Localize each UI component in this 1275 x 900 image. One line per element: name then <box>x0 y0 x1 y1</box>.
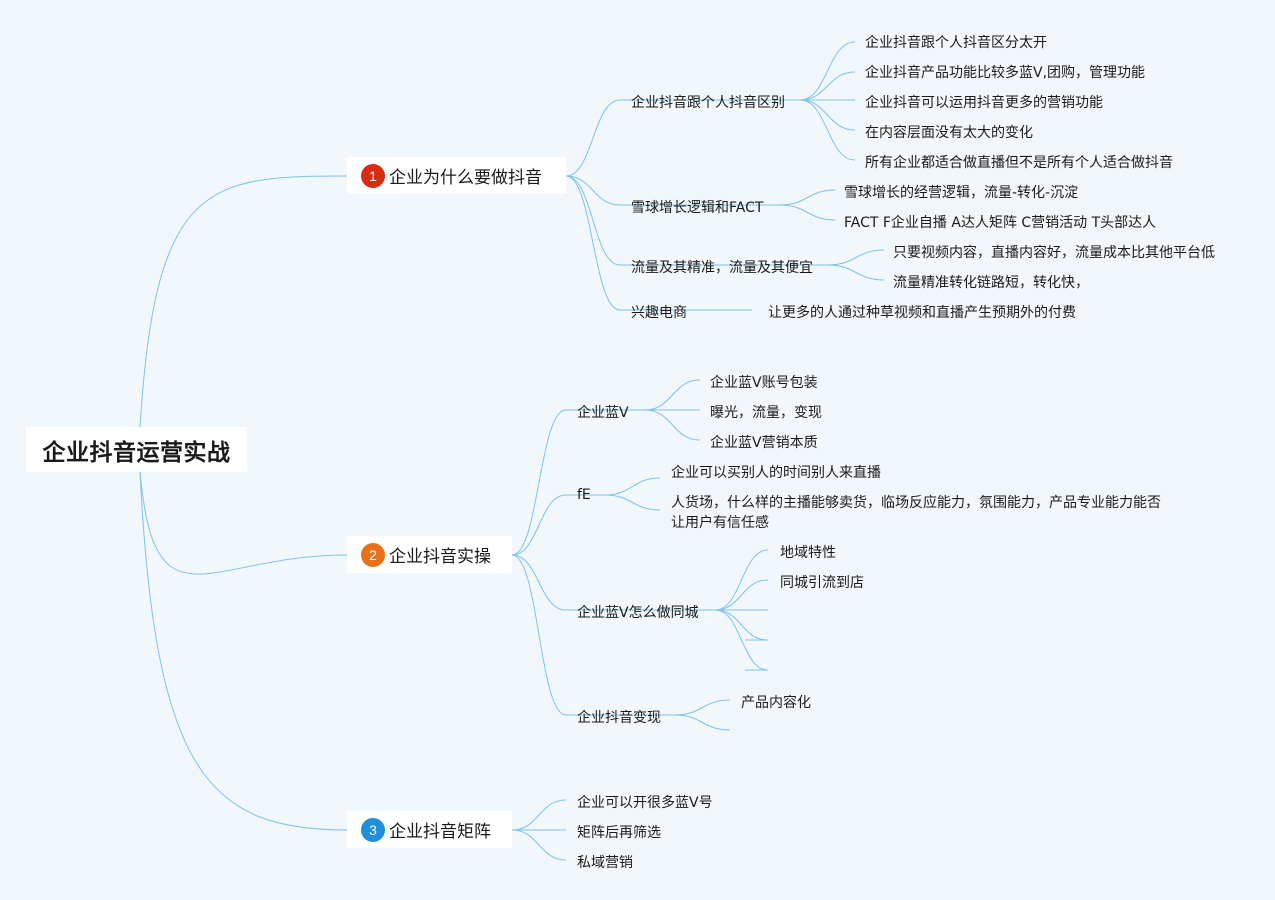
branch-1-sub-2[interactable]: 雪球增长逻辑和FACT <box>631 200 764 216</box>
branch-3-sub-3[interactable]: 私域营销 <box>577 855 633 871</box>
branch-1-sub-3-leaf-1[interactable]: 只要视频内容，直播内容好，流量成本比其他平台低 <box>893 245 1215 261</box>
connector-4 <box>565 99 621 177</box>
connector-lines <box>139 41 885 861</box>
branch-3-sub-2[interactable]: 矩阵后再筛选 <box>577 825 661 841</box>
connector-6 <box>565 175 621 266</box>
branch-3-label: 企业抖音矩阵 <box>389 822 491 842</box>
branch-2-sub-4-leaf-1[interactable]: 产品内容化 <box>741 695 811 711</box>
connector-47 <box>674 714 731 731</box>
branch-2-sub-1[interactable]: 企业蓝V <box>577 405 629 421</box>
branch-2-sub-1-leaf-1[interactable]: 企业蓝V账号包装 <box>710 375 818 391</box>
branch-1-sub-2-leaf-1[interactable]: 雪球增长的经营逻辑，流量-转化-沉淀 <box>844 185 1079 201</box>
connector-25 <box>511 409 567 556</box>
connector-30 <box>644 379 701 411</box>
branch-3-topic[interactable]: 3 企业抖音矩阵 <box>347 811 512 848</box>
branch-2-sub-3-leaf-2[interactable]: 同城引流到店 <box>780 575 864 591</box>
connector-17 <box>799 99 856 161</box>
connector-32 <box>644 409 701 441</box>
branch-2-label: 企业抖音实操 <box>389 547 491 567</box>
connector-14 <box>799 71 856 101</box>
branch-2-sub-2[interactable]: fE <box>577 487 591 503</box>
branch-1-sub-1-leaf-3[interactable]: 企业抖音可以运用抖音更多的营销功能 <box>865 95 1103 111</box>
connector-50 <box>511 829 567 861</box>
connector-37 <box>714 549 769 611</box>
branch-1-sub-1-leaf-5[interactable]: 所有企业都适合做直播但不是所有个人适合做抖音 <box>865 155 1173 171</box>
branch-1-sub-1-leaf-4[interactable]: 在内容层面没有太大的变化 <box>865 125 1033 141</box>
connector-22 <box>827 249 885 266</box>
branch-2-sub-2-leaf-2[interactable]: 人货场，什么样的主播能够卖货，临场反应能力，氛围能力，产品专业能力能否 <box>671 495 1161 511</box>
branch-1-sub-4[interactable]: 兴趣电商 <box>631 305 687 321</box>
root-connector-3 <box>139 471 348 831</box>
connector-27 <box>511 554 567 611</box>
branch-1-sub-1-leaf-2[interactable]: 企业抖音产品功能比较多蓝V,团购，管理功能 <box>865 65 1146 81</box>
branch-2-sub-3[interactable]: 企业蓝V怎么做同城 <box>577 605 699 621</box>
branch-1-sub-2-leaf-2[interactable]: FACT F企业自播 A达人矩阵 C营销活动 T头部达人 <box>844 215 1157 231</box>
connector-40 <box>714 609 769 641</box>
branch-2-sub-2-leaf-1[interactable]: 企业可以买别人的时间别人来直播 <box>671 465 881 481</box>
connector-20 <box>779 204 836 221</box>
branch-3-number-badge: 3 <box>361 817 385 842</box>
connector-26 <box>511 494 567 556</box>
branch-2-sub-1-leaf-2[interactable]: 曝光，流量，变现 <box>710 405 822 421</box>
connector-28 <box>511 554 567 716</box>
connector-13 <box>799 41 856 101</box>
connector-7 <box>565 175 621 311</box>
connector-5 <box>565 175 621 206</box>
root-topic[interactable]: 企业抖音运营实战 <box>26 427 247 472</box>
branch-1-sub-3-leaf-2[interactable]: 流量精准转化链路短，转化快， <box>893 275 1089 291</box>
branch-1-sub-4-leaf-1[interactable]: 让更多的人通过种草视频和直播产生预期外的付费 <box>768 305 1076 321</box>
connector-41 <box>714 609 769 671</box>
connector-35 <box>604 494 661 511</box>
branch-3-sub-1[interactable]: 企业可以开很多蓝V号 <box>577 795 713 811</box>
branch-1-sub-1-leaf-1[interactable]: 企业抖音跟个人抖音区分太开 <box>865 35 1047 51</box>
branch-2-number-badge: 2 <box>361 542 385 567</box>
root-connector-2 <box>139 471 348 575</box>
branch-2-sub-3-leaf-1[interactable]: 地域特性 <box>780 545 836 561</box>
connector-48 <box>511 799 567 831</box>
branch-2-sub-2-leaf-2-cont[interactable]: 让用户有信任感 <box>671 515 769 531</box>
branch-1-number-badge: 1 <box>361 163 385 188</box>
root-connector-1 <box>139 175 348 428</box>
branch-1-sub-1[interactable]: 企业抖音跟个人抖音区别 <box>631 95 785 111</box>
branch-1-sub-3[interactable]: 流量及其精准，流量及其便宜 <box>631 260 813 276</box>
connector-16 <box>799 99 856 131</box>
branch-2-sub-1-leaf-3[interactable]: 企业蓝V营销本质 <box>710 435 818 451</box>
branch-2-sub-4[interactable]: 企业抖音变现 <box>577 710 661 726</box>
connector-23 <box>827 264 885 281</box>
connector-38 <box>714 579 769 611</box>
connector-19 <box>779 189 836 206</box>
branch-1-topic[interactable]: 1 企业为什么要做抖音 <box>347 157 566 194</box>
connector-46 <box>674 699 731 716</box>
branch-2-topic[interactable]: 2 企业抖音实操 <box>347 536 512 573</box>
connector-34 <box>604 477 661 496</box>
branch-1-label: 企业为什么要做抖音 <box>389 168 542 188</box>
